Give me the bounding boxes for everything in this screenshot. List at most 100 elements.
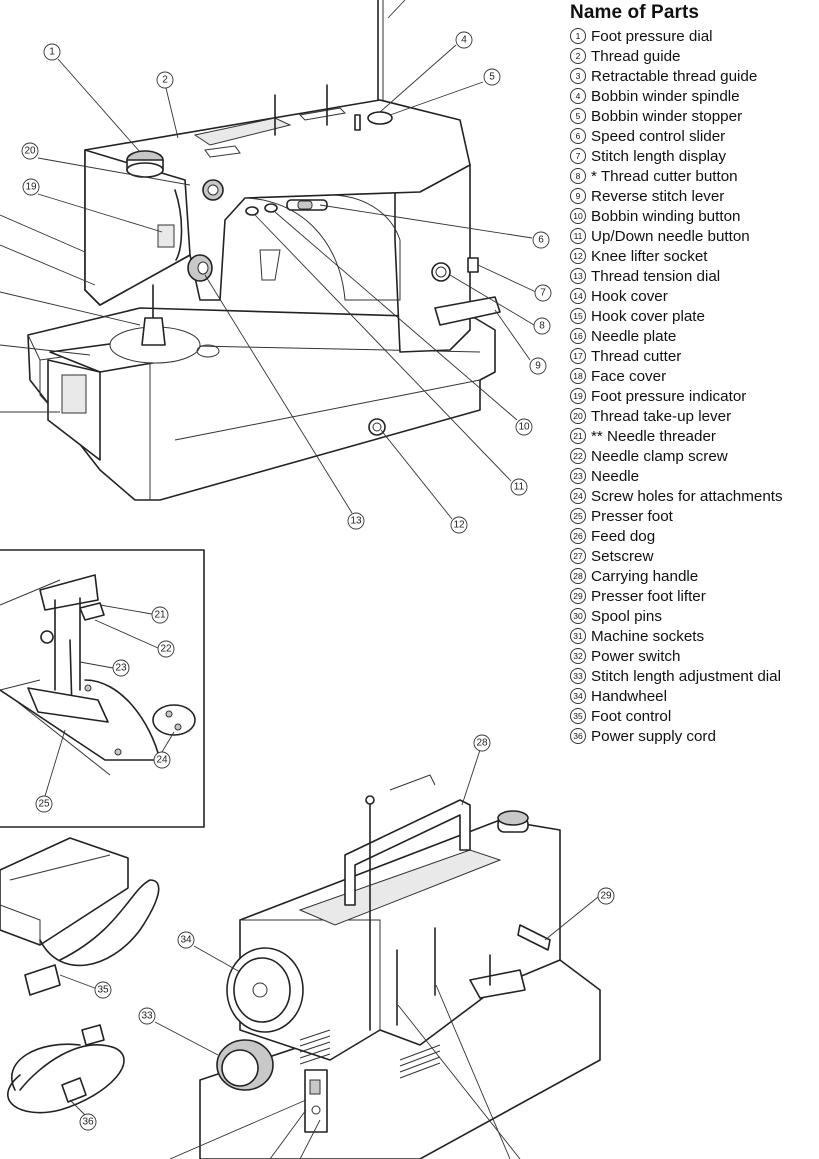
part-number-badge: 3 [570, 68, 586, 84]
part-label: Setscrew [591, 547, 654, 565]
callout-5: 5 [483, 68, 501, 86]
parts-title: Name of Parts [570, 2, 700, 23]
part-label: Reverse stitch lever [591, 187, 725, 205]
part-label: Carrying handle [591, 567, 699, 585]
part-label: ** Needle threader [591, 427, 716, 445]
svg-text:2: 2 [162, 75, 168, 86]
callout-22: 22 [157, 640, 175, 658]
part-label: Screw holes for attachments [591, 487, 783, 505]
callout-1: 1 [43, 43, 61, 61]
callout-11: 11 [510, 478, 528, 496]
reverse-stitch-lever [434, 296, 501, 326]
parts-list-item: 24 Screw holes for attachments [570, 486, 815, 506]
stitch-length-adjustment-dial [216, 1039, 274, 1091]
part-label: Knee lifter socket [591, 247, 708, 265]
callout-9: 9 [529, 357, 547, 375]
part-number-badge: 2 [570, 48, 586, 64]
callout-25: 25 [35, 795, 53, 813]
part-label: Feed dog [591, 527, 656, 545]
svg-text:19: 19 [25, 182, 37, 193]
callout-28: 28 [473, 734, 491, 752]
part-number-badge: 35 [570, 708, 586, 724]
callout-33: 33 [138, 1007, 156, 1025]
callout-34: 34 [177, 931, 195, 949]
part-number-badge: 8 [570, 168, 586, 184]
svg-text:13: 13 [350, 516, 362, 527]
svg-text:29: 29 [600, 891, 612, 902]
callout-6: 6 [532, 231, 550, 249]
svg-text:28: 28 [476, 738, 488, 749]
up-down-needle-button-shape [245, 206, 259, 216]
svg-text:25: 25 [38, 799, 50, 810]
bobbin-winding-button-shape [264, 203, 278, 213]
speed-control-slider [286, 199, 328, 211]
part-number-badge: 20 [570, 408, 586, 424]
svg-text:1: 1 [49, 47, 55, 58]
part-label: Thread take-up lever [591, 407, 732, 425]
part-label: Power supply cord [591, 727, 716, 745]
callout-23: 23 [112, 659, 130, 677]
part-number-badge: 16 [570, 328, 586, 344]
part-number-badge: 24 [570, 488, 586, 504]
part-label: Thread cutter [591, 347, 682, 365]
part-label: Needle [591, 467, 640, 485]
part-label: Handwheel [591, 687, 667, 705]
part-number-badge: 11 [570, 228, 586, 244]
part-number-badge: 13 [570, 268, 586, 284]
callout-20: 20 [21, 142, 39, 160]
part-number-badge: 12 [570, 248, 586, 264]
foot-pressure-dial [126, 150, 164, 178]
callout-29: 29 [597, 887, 615, 905]
knee-lifter-socket [368, 418, 386, 436]
callout-4: 4 [455, 31, 473, 49]
part-number-badge: 30 [570, 608, 586, 624]
rear-view-machine [199, 774, 601, 1159]
parts-list-item: 32 Power switch [570, 646, 815, 666]
part-number-badge: 6 [570, 128, 586, 144]
part-label: Thread tension dial [591, 267, 721, 285]
part-number-badge: 1 [570, 28, 586, 44]
part-number-badge: 23 [570, 468, 586, 484]
parts-list-item: 30 Spool pins [570, 606, 815, 626]
callout-24: 24 [153, 751, 171, 769]
callout-12: 12 [450, 516, 468, 534]
svg-text:8: 8 [539, 321, 545, 332]
part-label: Bobbin winder stopper [591, 107, 743, 125]
part-label: Thread guide [591, 47, 681, 65]
part-number-badge: 5 [570, 108, 586, 124]
callout-21: 21 [151, 606, 169, 624]
svg-text:21: 21 [154, 610, 166, 621]
part-label: Spool pins [591, 607, 662, 625]
svg-text:35: 35 [97, 985, 109, 996]
part-number-badge: 31 [570, 628, 586, 644]
stitch-length-display [467, 257, 479, 273]
svg-text:5: 5 [489, 72, 495, 83]
svg-text:22: 22 [160, 644, 172, 655]
callout-8: 8 [533, 317, 551, 335]
part-label: Stitch length adjustment dial [591, 667, 781, 685]
part-number-badge: 7 [570, 148, 586, 164]
part-label: Presser foot [591, 507, 673, 525]
svg-text:34: 34 [180, 935, 192, 946]
part-number-badge: 33 [570, 668, 586, 684]
part-label: Speed control slider [591, 127, 726, 145]
power-cord-illustration [7, 1024, 125, 1114]
face-cover [84, 149, 191, 306]
part-number-badge: 22 [570, 448, 586, 464]
part-label: Power switch [591, 647, 681, 665]
part-number-badge: 32 [570, 648, 586, 664]
svg-text:36: 36 [82, 1117, 94, 1128]
attachment-plate [152, 704, 196, 736]
